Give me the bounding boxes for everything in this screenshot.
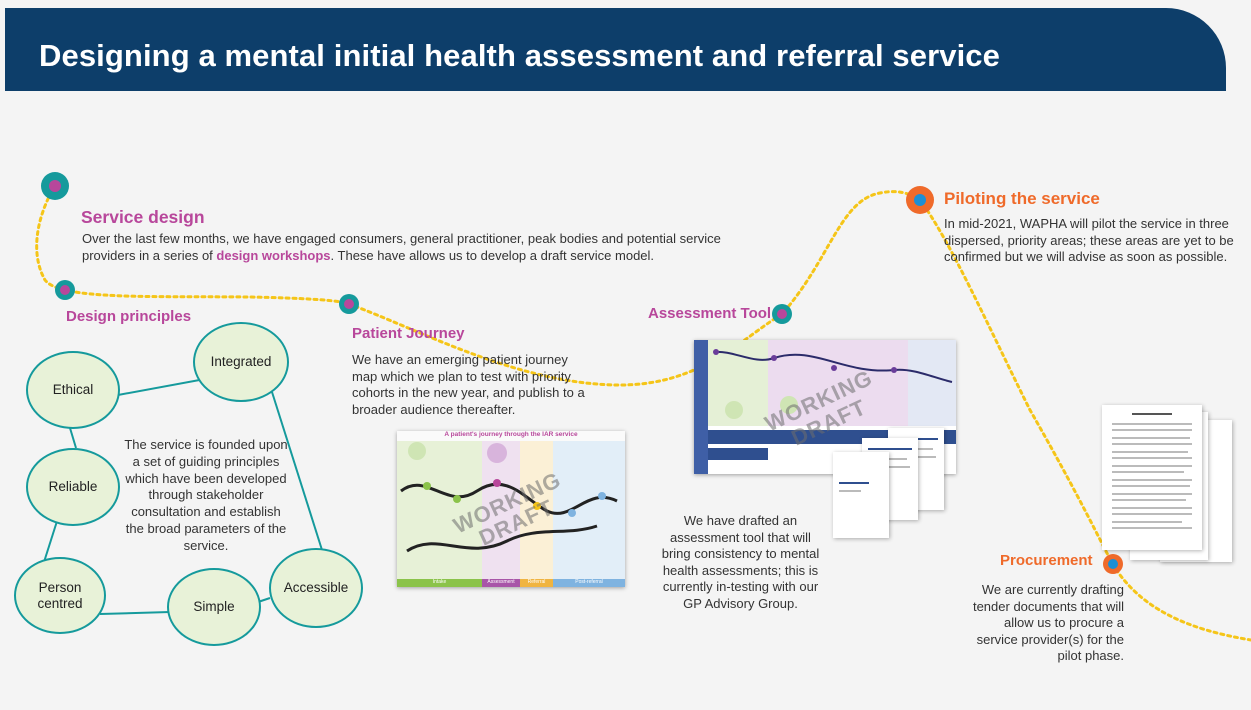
- patient-journey-title: Patient Journey: [352, 325, 465, 342]
- assessment-tool-title: Assessment Tool: [648, 305, 772, 322]
- assessment-tool-text: We have drafted an assessment tool that …: [661, 513, 820, 611]
- band-label-post-referral: Post-referral: [553, 579, 625, 587]
- service-design-text-part2: . These have allows us to develop a draf…: [330, 247, 655, 263]
- title-banner: Designing a mental initial health assess…: [5, 8, 1226, 91]
- service-design-text: Over the last few months, we have engage…: [82, 231, 722, 264]
- patient-journey-node: [339, 294, 359, 314]
- tool-flow-line: [713, 349, 953, 419]
- procurement-node: [1103, 554, 1123, 574]
- patient-journey-text: We have an emerging patient journey map …: [352, 352, 585, 417]
- service-design-node: [41, 172, 69, 200]
- tool-blue-panel: [908, 340, 956, 426]
- procurement-text: We are currently drafting tender documen…: [972, 582, 1124, 663]
- procurement-doc-1: [1102, 405, 1202, 550]
- piloting-node: [906, 186, 934, 214]
- principle-accessible: Accessible: [269, 548, 363, 628]
- assessment-tool-image: WORKING DRAFT: [694, 340, 956, 474]
- design-principles-title: Design principles: [66, 308, 192, 325]
- journey-image-title: A patient's journey through the IAR serv…: [444, 431, 578, 438]
- page-title: Designing a mental initial health assess…: [39, 38, 1000, 73]
- principle-person-centred: Person centred: [14, 557, 106, 634]
- design-workshops-highlight: design workshops: [216, 247, 331, 263]
- principle-ethical: Ethical: [26, 351, 120, 429]
- design-principles-node: [55, 280, 75, 300]
- piloting-title: Piloting the service: [944, 189, 1100, 208]
- tool-bar-2: [708, 448, 768, 460]
- patient-journey-image: A patient's journey through the IAR serv…: [397, 431, 625, 587]
- principle-integrated: Integrated: [193, 322, 289, 402]
- band-label-referral: Referral: [520, 579, 553, 587]
- principle-reliable: Reliable: [26, 448, 120, 526]
- principle-simple: Simple: [167, 568, 261, 646]
- service-design-title: Service design: [81, 207, 205, 227]
- service-design-text-part1: Over the last few months, we have engage…: [82, 231, 721, 263]
- band-label-assessment: Assessment: [482, 579, 520, 587]
- tool-doc-1: [833, 452, 889, 538]
- journey-squiggle: [400, 442, 618, 553]
- procurement-title: Procurement: [1000, 552, 1093, 569]
- assessment-band: [482, 441, 520, 581]
- intake-band: [397, 441, 482, 581]
- assessment-tool-node: [772, 304, 792, 324]
- band-label-intake: Intake: [397, 579, 482, 587]
- design-principles-description: The service is founded upon a set of gui…: [124, 437, 288, 553]
- tool-sidebar: [694, 340, 708, 474]
- piloting-text: In mid-2021, WAPHA will pilot the servic…: [944, 216, 1234, 264]
